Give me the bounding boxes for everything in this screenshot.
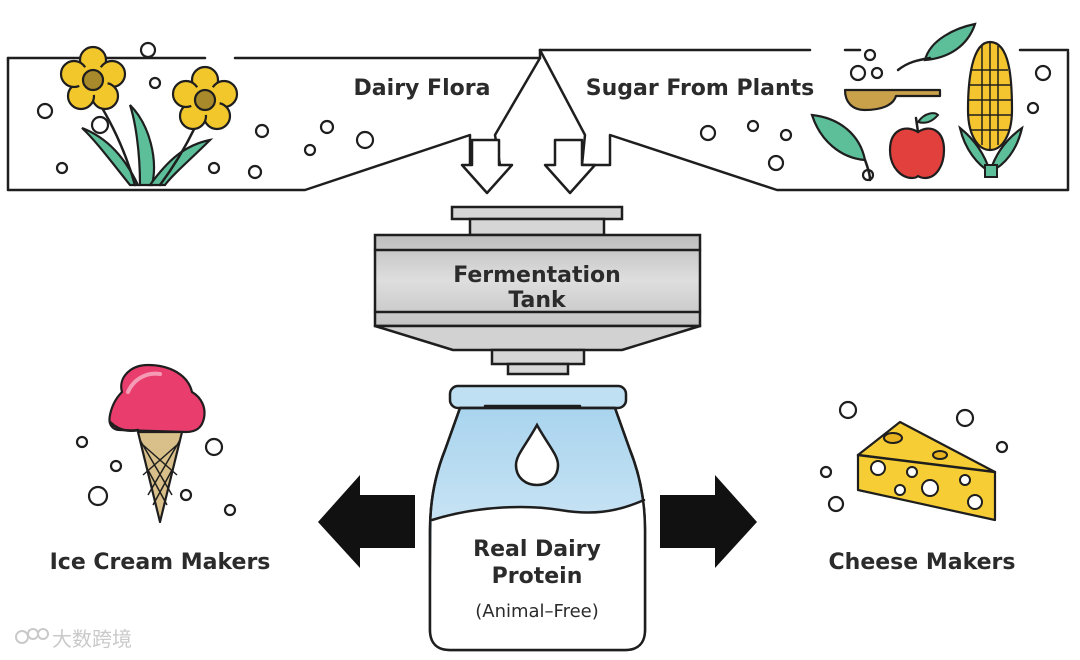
ice-cream-makers-label: Ice Cream Makers [50,550,271,575]
leaf-icon [810,22,977,182]
jar-label-line1: Real Dairy [473,537,601,562]
cheese-makers-label: Cheese Makers [829,550,1016,575]
arrow-icon [318,475,757,568]
down-arrow-left [460,138,514,195]
drop-icon [514,422,560,487]
corn-icon [958,40,1024,178]
ice-cream-icon [108,363,206,524]
tank-label-line1: Fermentation [453,263,621,288]
apple-icon [888,112,946,180]
watermark-text: 大数跨境 [52,627,132,651]
fermentation-tank [373,205,702,376]
tank-label-line2: Tank [508,288,567,313]
cheese-icon [856,420,997,522]
bubbles-top-left [36,41,375,180]
bubbles-left-bottom [75,435,237,517]
bubbles-right-bottom [819,400,1009,513]
spoon-icon [843,88,942,112]
jar-label-line2: Protein [492,564,583,589]
sugar-from-plants-label: Sugar From Plants [586,76,815,101]
flower-icon [59,45,239,187]
jar-label-line3: (Animal–Free) [475,601,599,622]
down-arrow-right [543,138,597,195]
protein-jar [428,384,647,652]
dairy-flora-label: Dairy Flora [354,76,491,101]
watermark: 大数跨境 [15,627,132,651]
